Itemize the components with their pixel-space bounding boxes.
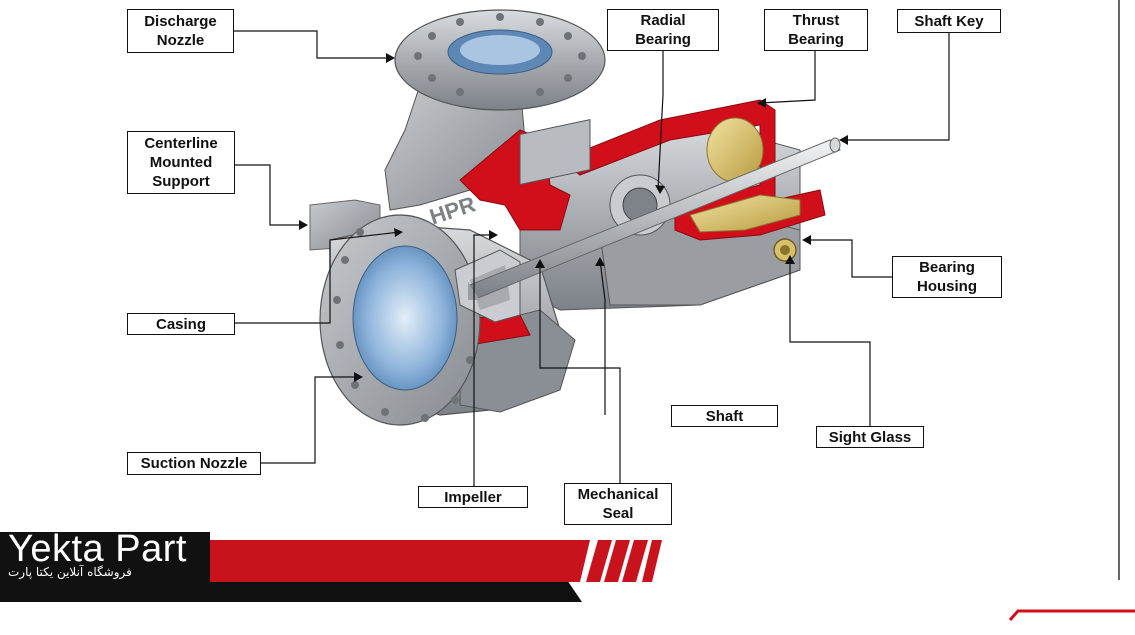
leader-lines — [234, 30, 950, 487]
label-shaft-key: Shaft Key — [897, 9, 1001, 33]
label-bearing-housing: Bearing Housing — [892, 256, 1002, 298]
label-radial-bearing: Radial Bearing — [607, 9, 719, 51]
label-shaft: Shaft — [671, 405, 778, 427]
label-discharge-nozzle: Discharge Nozzle — [127, 9, 234, 53]
banner-stripe-3 — [622, 540, 648, 582]
banner-stripe-2 — [604, 540, 630, 582]
logo-wordmark: Yekta Part — [8, 528, 187, 570]
label-mechanical-seal: Mechanical Seal — [564, 483, 672, 525]
banner-stripe-1 — [586, 540, 612, 582]
logo-tagline: فروشگاه آنلاین یکتا پارت — [8, 565, 132, 579]
banner-stripe-4 — [642, 540, 662, 582]
pump-illustration: HPR — [309, 9, 841, 426]
label-casing: Casing — [127, 313, 235, 335]
yekta-part-logo: Yekta Part فروشگاه آنلاین یکتا پارت — [0, 528, 210, 582]
leader-arrowheads — [299, 53, 848, 382]
banner-black-band — [0, 577, 582, 602]
label-sight-glass: Sight Glass — [816, 426, 924, 448]
mechanical-seal-shape — [519, 118, 591, 186]
corner-accent — [1008, 609, 1135, 621]
label-thrust-bearing: Thrust Bearing — [764, 9, 868, 51]
label-suction-nozzle: Suction Nozzle — [127, 452, 261, 475]
label-centerline-mounted-support: Centerline Mounted Support — [127, 131, 235, 194]
label-impeller: Impeller — [418, 486, 528, 508]
